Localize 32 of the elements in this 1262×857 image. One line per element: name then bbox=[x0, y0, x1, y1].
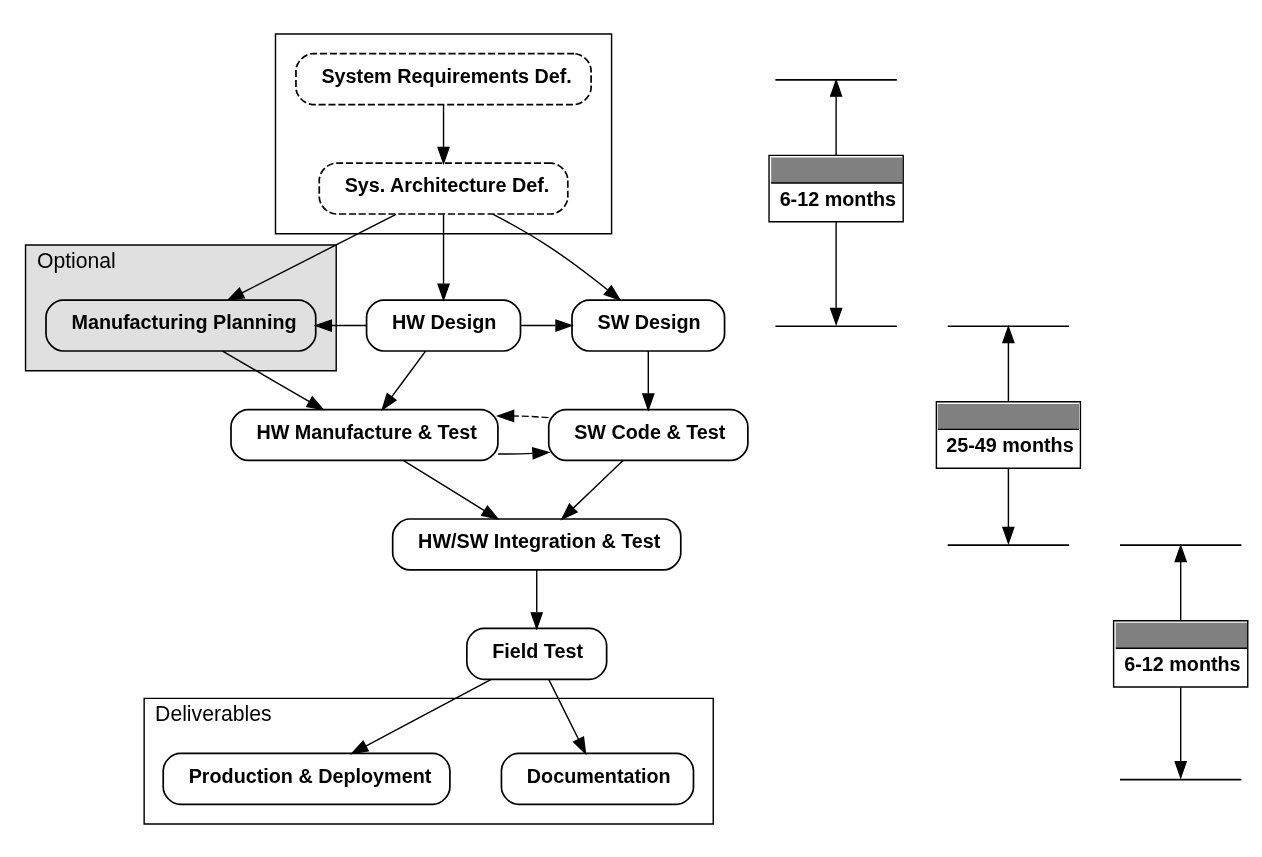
arrow bbox=[530, 568, 544, 630]
node-box: HW Design bbox=[365, 298, 522, 352]
arrow bbox=[560, 459, 624, 520]
node-box: Production & Deployment bbox=[162, 752, 451, 805]
arrow bbox=[1001, 467, 1015, 545]
arrow bbox=[829, 78, 843, 156]
node-box: HW/SW Integration & Test bbox=[391, 517, 682, 571]
node-box: Field Test bbox=[466, 627, 608, 680]
arrow bbox=[437, 213, 450, 302]
arrow bbox=[1174, 686, 1188, 779]
node-box: SW Design bbox=[571, 298, 726, 352]
arrow bbox=[402, 459, 500, 520]
arrow bbox=[313, 318, 367, 332]
arrow bbox=[226, 213, 397, 301]
arrow bbox=[221, 349, 325, 411]
arrow bbox=[1174, 543, 1188, 621]
arrow bbox=[641, 349, 655, 412]
node-box: SW Code & Test bbox=[547, 408, 749, 461]
node-box: Manufacturing Planning bbox=[45, 298, 317, 352]
cluster bbox=[274, 32, 613, 234]
node-box: Sys. Architecture Def. bbox=[318, 161, 569, 215]
arrow bbox=[497, 446, 551, 460]
node-box: System Requirements Def. bbox=[295, 52, 592, 105]
arrow bbox=[548, 678, 587, 755]
arrow bbox=[437, 103, 450, 165]
node-box: Documentation bbox=[500, 752, 695, 805]
arrow bbox=[520, 318, 574, 332]
arrow bbox=[495, 409, 550, 422]
arrow bbox=[1001, 324, 1015, 402]
arrow bbox=[381, 349, 427, 411]
node-box: HW Manufacture & Test bbox=[230, 408, 499, 461]
arrow bbox=[829, 220, 843, 326]
